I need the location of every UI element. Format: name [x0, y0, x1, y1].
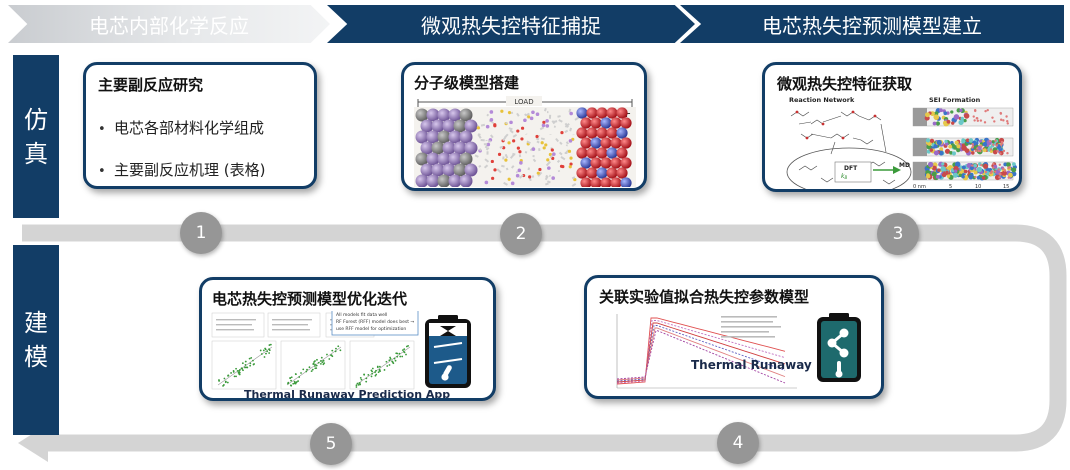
callout-line: All models fit data well: [336, 312, 387, 318]
hourglass-thermometer-icon: [425, 315, 471, 388]
card-parameter-fitting: 关联实验值拟合热失控参数模型 Thermal Runaway Model: [584, 275, 884, 399]
prediction-scatter-figure: All models fit data well RF Forest (RFF)…: [211, 311, 419, 390]
side-label-simulation-char-2: 真: [24, 139, 48, 168]
card-side-reactions-title: 主要副反应研究: [98, 76, 204, 94]
step-number-3: 3: [877, 213, 919, 255]
card-molecular-model-title: 分子级模型搭建: [414, 74, 520, 92]
scatter-plots: [217, 343, 411, 388]
step-number-text: 1: [195, 223, 207, 243]
side-label-simulation: 仿 真: [13, 55, 59, 218]
dft-label: DFT: [844, 165, 858, 172]
fitted-temperature-curves: [616, 317, 786, 385]
stage-header-chemistry: 电芯内部化学反应: [8, 5, 330, 43]
reaction-network-label: Reaction Network: [789, 96, 855, 104]
prediction-app-label: Thermal Runaway Prediction App: [244, 388, 451, 401]
side-label-modeling-char-1: 建: [24, 309, 48, 337]
axis-tick: 10: [975, 184, 981, 190]
sei-formation-label: SEI Formation: [929, 96, 981, 104]
side-label-modeling: 建 模: [13, 245, 59, 435]
reaction-network-figure: Reaction Network SEI Formation DFT kB MD: [786, 96, 1017, 190]
fitting-curves-figure: [616, 314, 797, 389]
card-parameter-fitting-title: 关联实验值拟合热失控参数模型: [599, 288, 810, 306]
callout-line: RF Forest (RFF) model does best →: [336, 319, 414, 325]
stage-header-micro-features-label: 微观热失控特征捕捉: [421, 13, 601, 38]
bullet-text: 电芯各部材料化学组成: [114, 119, 265, 137]
step-number-2: 2: [500, 213, 542, 255]
callout-line: use RFF model for optimization: [336, 326, 406, 332]
molecule-spheres: [415, 107, 632, 187]
card-molecular-model: 分子级模型搭建 LOAD —: [401, 62, 647, 191]
step-number-text: 3: [892, 224, 904, 244]
axis-tick: 0 nm: [913, 184, 926, 190]
bullet-text: 主要副反应机理 (表格): [114, 161, 266, 179]
stage-header-chemistry-label: 电芯内部化学反应: [89, 13, 249, 38]
card-micro-features-title: 微观热失控特征获取: [777, 75, 913, 93]
step-number-1: 1: [180, 212, 222, 254]
share-node-icon: [817, 313, 861, 382]
load-label: LOAD: [514, 98, 533, 106]
axis-tick: 15: [1003, 184, 1009, 190]
molecular-simulation-figure: LOAD — +: [414, 96, 636, 187]
step-number-4: 4: [717, 422, 759, 464]
card-side-reactions-bullet-1: •电芯各部材料化学组成: [98, 119, 265, 137]
card-model-iteration-title: 电芯热失控预测模型优化迭代: [212, 290, 408, 308]
md-label: MD: [899, 162, 910, 169]
side-label-modeling-char-2: 模: [24, 343, 48, 371]
step-number-text: 5: [325, 434, 337, 454]
stage-header-prediction-model-label: 电芯热失控预测模型建立: [762, 13, 982, 38]
stage-header-prediction-model: 电芯热失控预测模型建立: [680, 5, 1064, 43]
svg-text:kB: kB: [841, 173, 847, 180]
card-side-reactions-bullet-2: •主要副反应机理 (表格): [98, 161, 266, 179]
card-model-iteration: 电芯热失控预测模型优化迭代 All models fit data well R…: [199, 277, 496, 401]
card-micro-features: 微观热失控特征获取 Reaction Network SEI Formation…: [762, 62, 1022, 192]
thermal-runaway-model-label: Thermal Runaway Model: [691, 358, 857, 372]
axis-tick: 5: [949, 184, 952, 190]
side-label-simulation-char-1: 仿: [24, 105, 48, 134]
stage-header-micro-features: 微观热失控特征捕捉: [327, 5, 695, 43]
card-side-reactions: 主要副反应研究 •电芯各部材料化学组成 •主要副反应机理 (表格): [83, 62, 317, 189]
step-number-text: 4: [732, 433, 744, 453]
step-number-text: 2: [515, 224, 527, 244]
step-number-5: 5: [310, 423, 352, 465]
sei-simulation-strips: [912, 107, 1017, 181]
